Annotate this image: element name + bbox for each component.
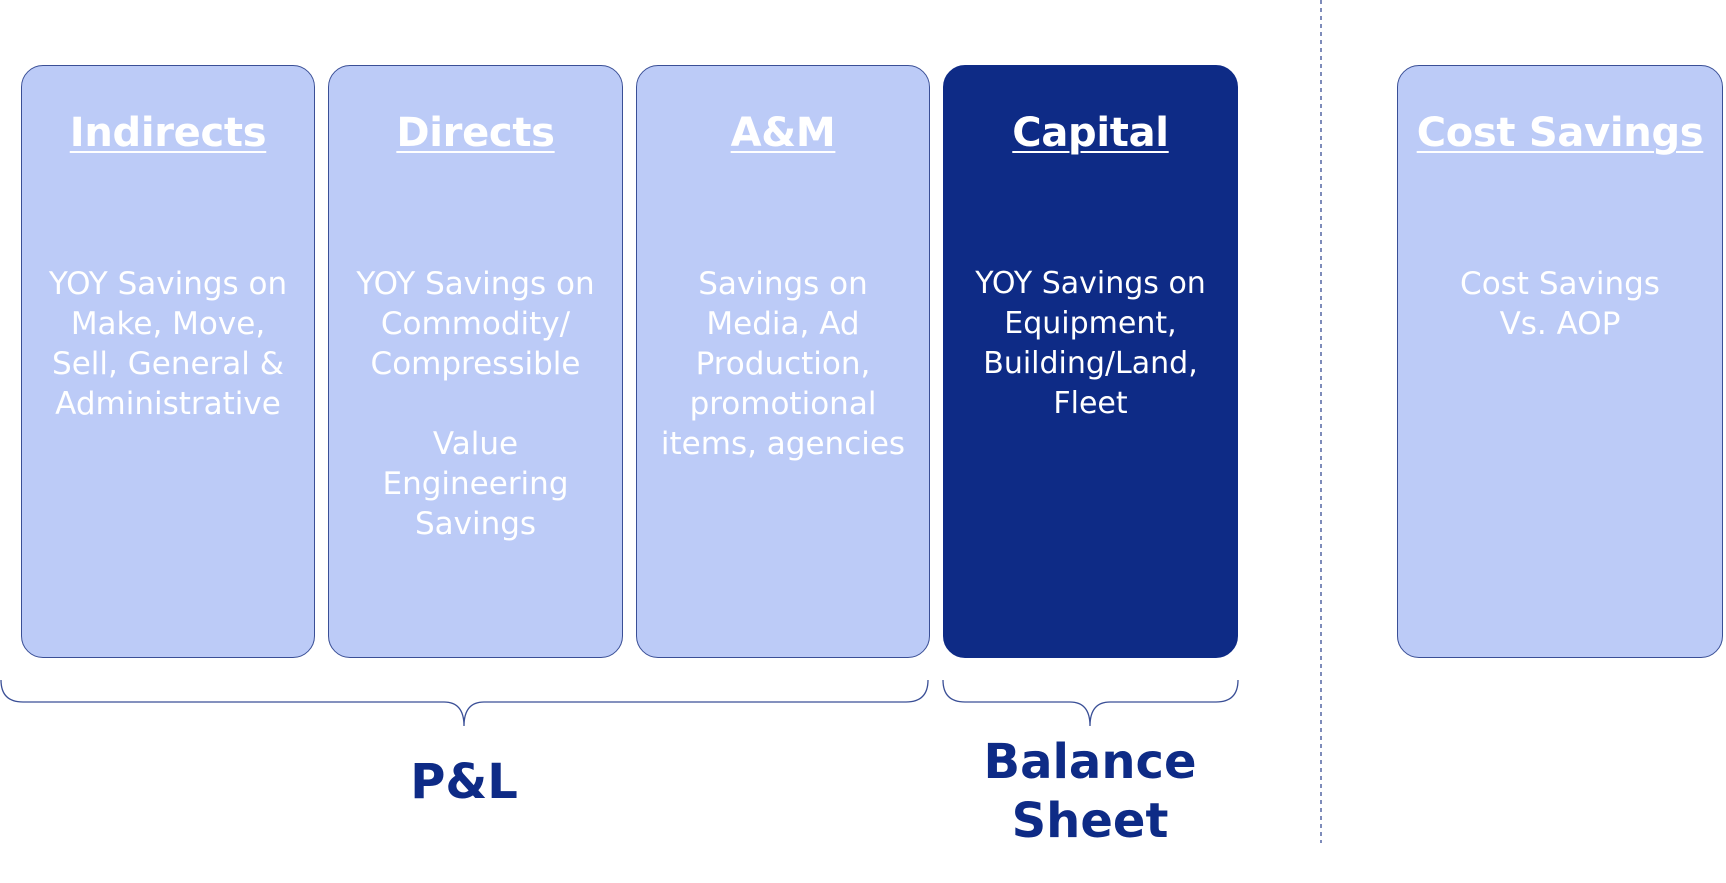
- card-directs: Directs YOY Savings on Commodity/ Compre…: [328, 65, 623, 658]
- card-body-directs: YOY Savings on Commodity/ Compressible V…: [356, 266, 595, 542]
- card-body-capital: YOY Savings on Equipment, Building/Land,…: [975, 266, 1206, 421]
- card-title-capital: Capital: [1012, 110, 1169, 156]
- pl-label: P&L: [410, 754, 518, 810]
- card-body-indirects: YOY Savings on Make, Move, Sell, General…: [48, 266, 288, 422]
- balance-sheet-brace: [942, 679, 1239, 727]
- balance-sheet-label: Balance Sheet: [983, 734, 1197, 849]
- card-am: A&M Savings on Media, Ad Production, pro…: [636, 65, 930, 658]
- pl-brace: [0, 679, 929, 727]
- card-title-am: A&M: [730, 110, 836, 156]
- card-title-indirects: Indirects: [69, 110, 267, 156]
- card-indirects: Indirects YOY Savings on Make, Move, Sel…: [21, 65, 315, 658]
- card-title-cost-savings: Cost Savings: [1416, 110, 1704, 156]
- card-body-cost-savings: Cost Savings Vs. AOP: [1460, 266, 1660, 342]
- card-title-directs: Directs: [396, 110, 555, 156]
- card-capital: Capital YOY Savings on Equipment, Buildi…: [943, 65, 1238, 658]
- card-cost-savings: Cost Savings Cost Savings Vs. AOP: [1397, 65, 1723, 658]
- card-body-am: Savings on Media, Ad Production, promoti…: [660, 266, 906, 462]
